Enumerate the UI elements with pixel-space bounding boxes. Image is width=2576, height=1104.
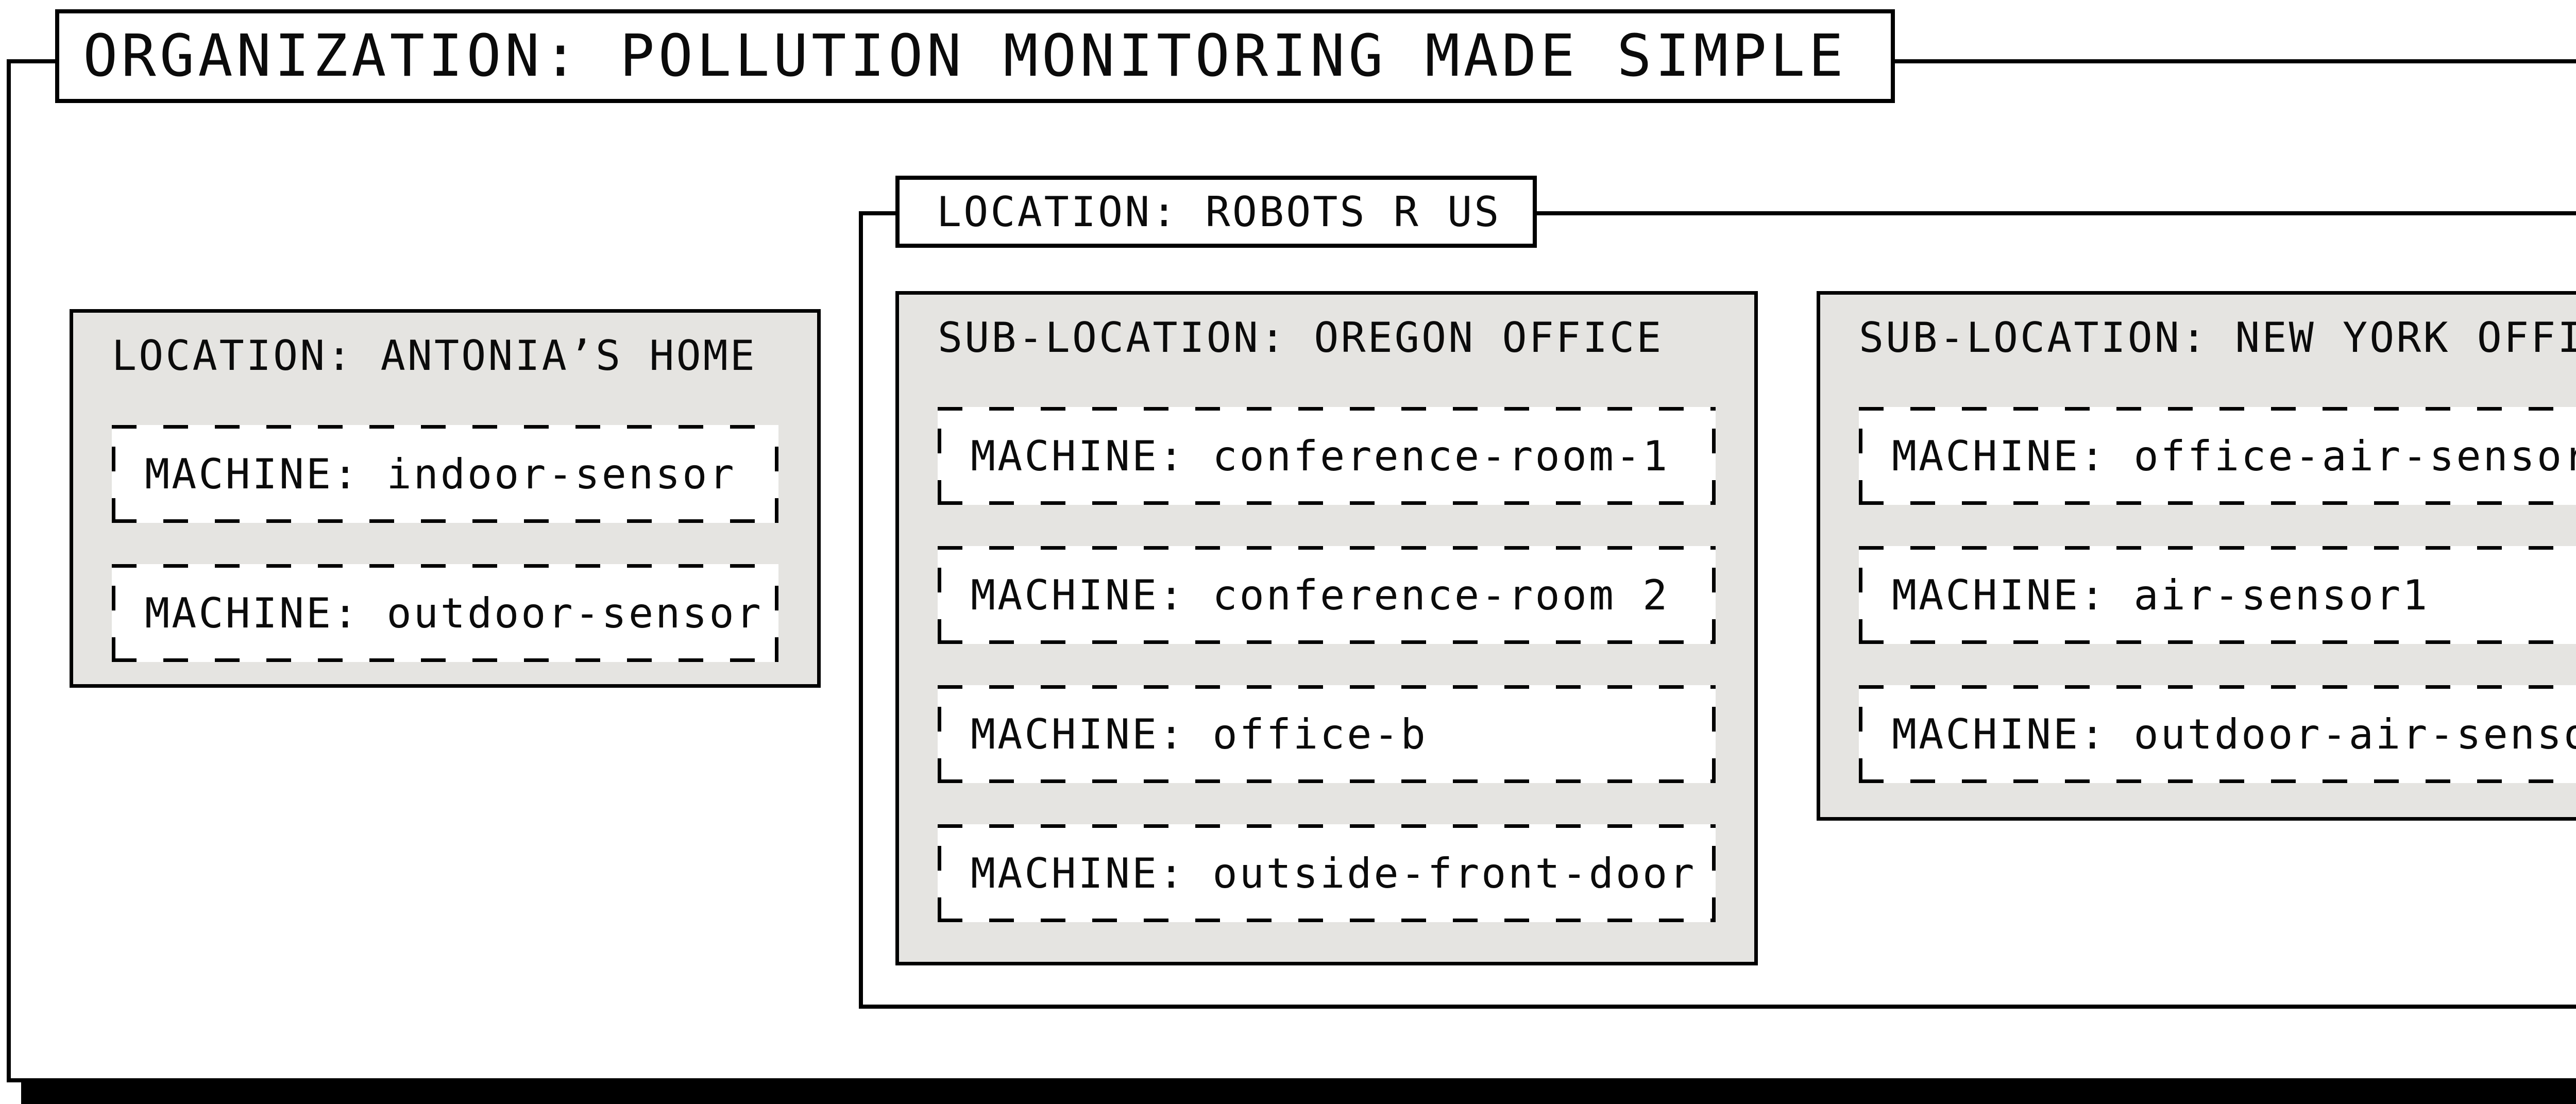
machine-box-indoor-sensor: MACHINE: indoor-sensor	[112, 425, 778, 523]
machine-box-conference-room-2: MACHINE: conference-room 2	[938, 546, 1716, 644]
organization-title: ORGANIZATION: POLLUTION MONITORING MADE …	[83, 23, 1847, 90]
location-label-robots-r-us: LOCATION: ROBOTS R US	[937, 188, 1501, 236]
sublocation-box-new-york-office: SUB-LOCATION: NEW YORK OFFICE MACHINE: o…	[1817, 291, 2576, 821]
machine-label: MACHINE: outdoor-air-sensor	[1892, 710, 2576, 758]
machine-label: MACHINE: air-sensor1	[1892, 571, 2430, 619]
sublocation-label-new-york-office: SUB-LOCATION: NEW YORK OFFICE	[1859, 314, 2576, 362]
machine-box-outdoor-sensor: MACHINE: outdoor-sensor	[112, 564, 778, 662]
organization-title-box: ORGANIZATION: POLLUTION MONITORING MADE …	[55, 9, 1895, 103]
machine-box-conference-room-1: MACHINE: conference-room-1	[938, 407, 1716, 505]
machine-label: MACHINE: indoor-sensor	[145, 450, 736, 498]
machine-label: MACHINE: conference-room 2	[971, 571, 1670, 619]
machine-box-outdoor-air-sensor: MACHINE: outdoor-air-sensor	[1859, 685, 2576, 783]
sublocation-label-oregon-office: SUB-LOCATION: OREGON OFFICE	[938, 314, 1664, 362]
machine-label: MACHINE: conference-room-1	[971, 432, 1670, 480]
machine-box-outside-front-door: MACHINE: outside-front-door	[938, 824, 1716, 922]
location-label-antonias-home: LOCATION: ANTONIA’S HOME	[112, 332, 757, 380]
machine-label: MACHINE: outside-front-door	[971, 849, 1697, 897]
machine-box-office-air-sensor: MACHINE: office-air-sensor	[1859, 407, 2576, 505]
machine-box-air-sensor1: MACHINE: air-sensor1	[1859, 546, 2576, 644]
location-box-antonias-home: LOCATION: ANTONIA’S HOME MACHINE: indoor…	[70, 309, 821, 688]
machine-label: MACHINE: outdoor-sensor	[145, 589, 763, 637]
machine-box-office-b: MACHINE: office-b	[938, 685, 1716, 783]
location-label-box-robots-r-us: LOCATION: ROBOTS R US	[895, 176, 1537, 248]
sublocation-box-oregon-office: SUB-LOCATION: OREGON OFFICE MACHINE: con…	[895, 291, 1758, 965]
machine-label: MACHINE: office-air-sensor	[1892, 432, 2576, 480]
machine-label: MACHINE: office-b	[971, 710, 1428, 758]
